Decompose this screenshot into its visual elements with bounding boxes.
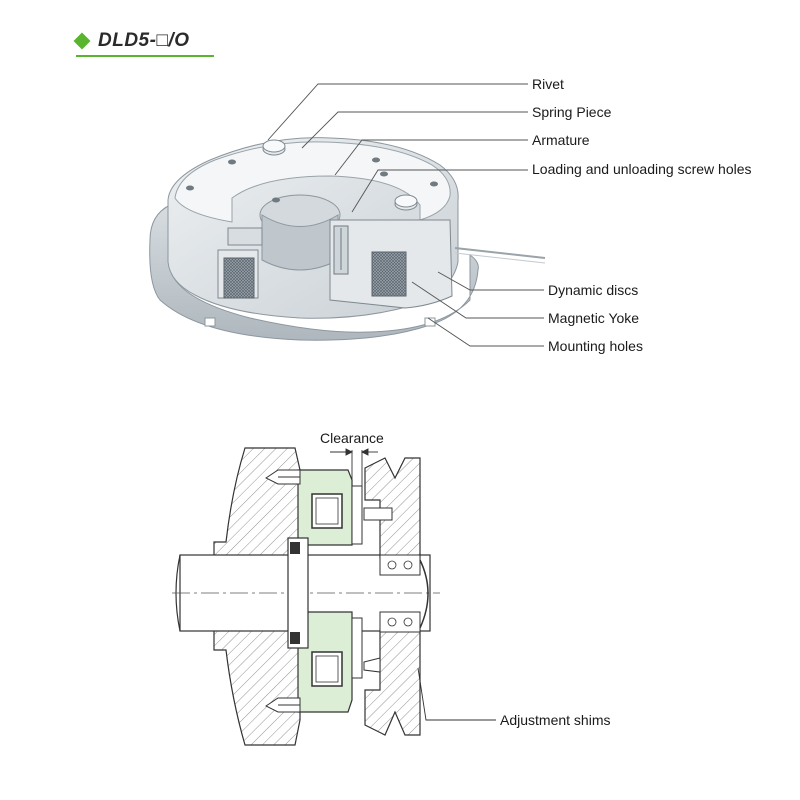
clearance-label: Clearance xyxy=(320,430,384,446)
callout-dynamic-discs: Dynamic discs xyxy=(548,282,639,298)
hub xyxy=(287,537,309,649)
base-flange xyxy=(149,204,479,341)
shims-leader-line xyxy=(417,667,496,721)
adjustment-shims-label: Adjustment shims xyxy=(500,712,611,728)
callout-magnetic-yoke: Magnetic Yoke xyxy=(548,310,640,326)
product-title-text: DLD5-□/O xyxy=(98,30,190,51)
callout-armature: Armature xyxy=(532,132,590,148)
armature-top-face xyxy=(174,141,451,271)
brake-body-upper xyxy=(297,469,363,546)
cutaway-section xyxy=(217,219,453,309)
callout-rivet: Rivet xyxy=(532,76,564,92)
coil-winding-left xyxy=(223,257,255,299)
brake-body-lower xyxy=(297,611,363,713)
callout-mounting-holes: Mounting holes xyxy=(548,338,643,354)
mounting-screws xyxy=(265,469,393,713)
title-underline xyxy=(76,55,214,57)
callout-spring-piece: Spring Piece xyxy=(532,104,612,120)
clearance-dimension xyxy=(330,448,378,486)
lead-wire xyxy=(454,247,546,259)
coil-winding-right xyxy=(371,251,407,297)
callout-leader-lines xyxy=(267,83,544,347)
rivets xyxy=(186,139,438,211)
callout-screw-holes: Loading and unloading screw holes xyxy=(532,161,752,177)
